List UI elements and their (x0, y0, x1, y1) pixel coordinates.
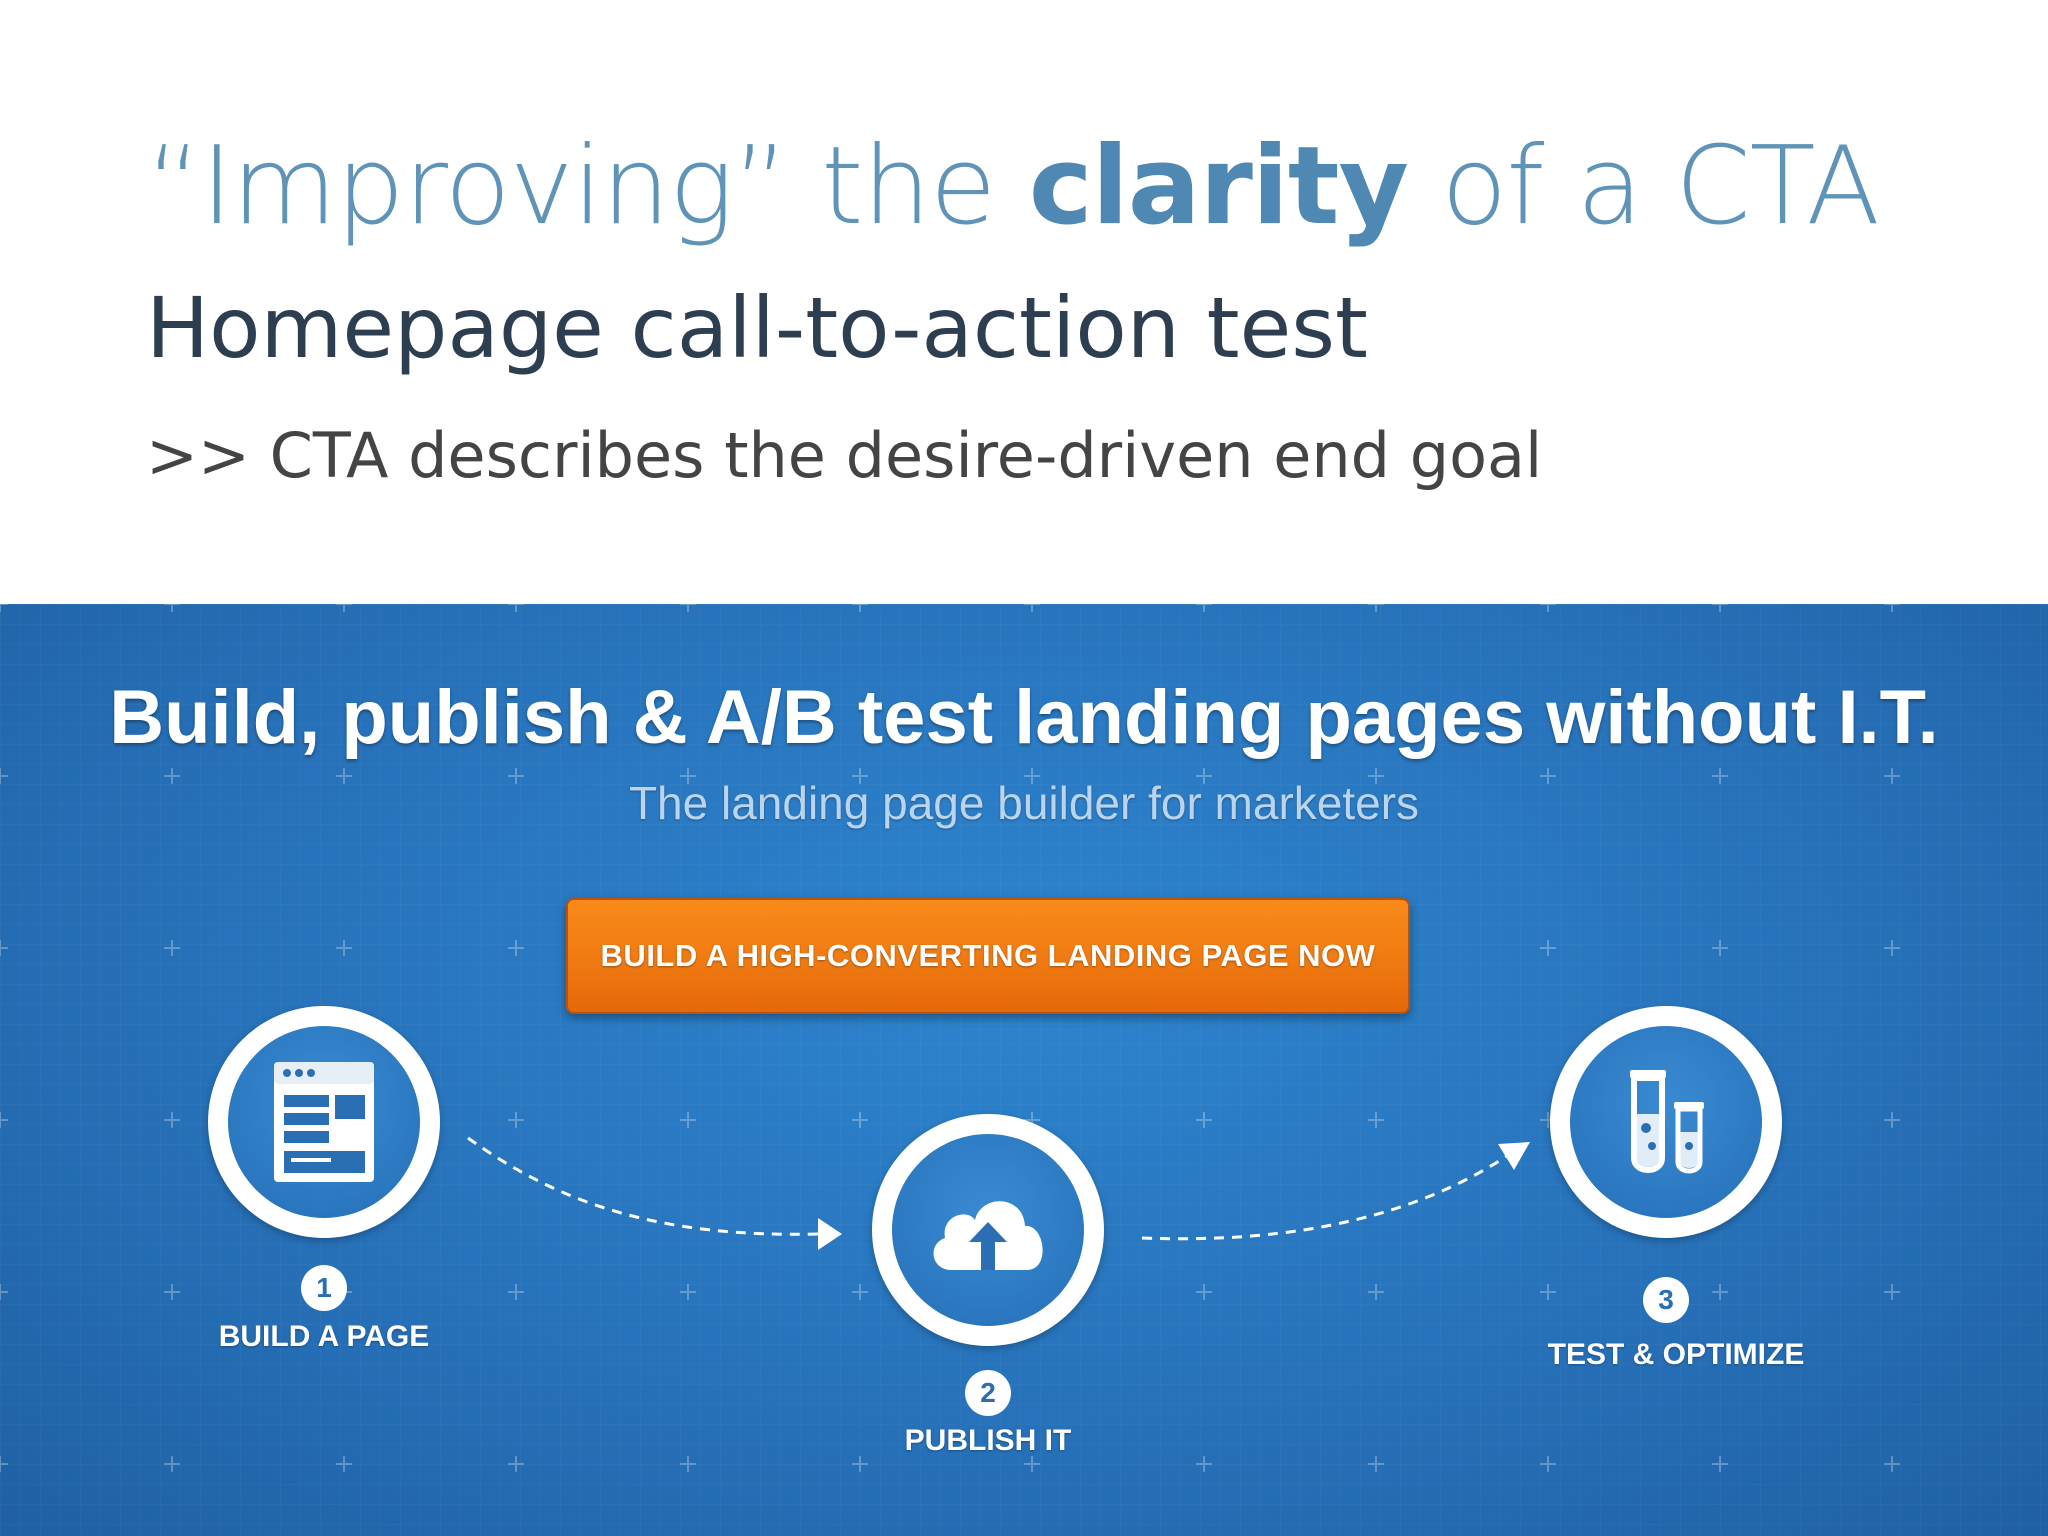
cloud-upload-icon (933, 1201, 1043, 1270)
step-3-number: 3 (1643, 1277, 1689, 1323)
step-1-label: BUILD A PAGE (218, 1320, 430, 1353)
page-layout-icon (274, 1062, 374, 1182)
slide-subtitle: Homepage call-to-action test (146, 279, 1368, 377)
slide-note: >> CTA describes the desire-driven end g… (146, 419, 1543, 492)
title-pre: “Improving” the (146, 124, 1029, 249)
step-3-label: TEST & OPTIMIZE (1547, 1338, 1805, 1371)
title-post: of a CTA (1407, 124, 1880, 249)
landing-page-hero: Build, publish & A/B test landing pages … (0, 604, 2048, 1536)
test-tubes-icon (1630, 1070, 1704, 1174)
hero-headline: Build, publish & A/B test landing pages … (109, 675, 1939, 760)
step-1-circle (208, 1006, 440, 1238)
slide-header: “Improving” the clarity of a CTA Homepag… (0, 0, 2048, 604)
step-2-label: PUBLISH IT (904, 1424, 1072, 1457)
slide-title: “Improving” the clarity of a CTA (146, 127, 1880, 247)
step-2-number: 2 (965, 1370, 1011, 1416)
step-1-number: 1 (301, 1265, 347, 1311)
title-bold: clarity (1028, 124, 1409, 249)
step-2-circle (872, 1114, 1104, 1346)
cta-button[interactable]: BUILD A HIGH-CONVERTING LANDING PAGE NOW (566, 898, 1410, 1014)
step-3-circle (1550, 1006, 1782, 1238)
hero-subheadline: The landing page builder for marketers (628, 777, 1420, 829)
